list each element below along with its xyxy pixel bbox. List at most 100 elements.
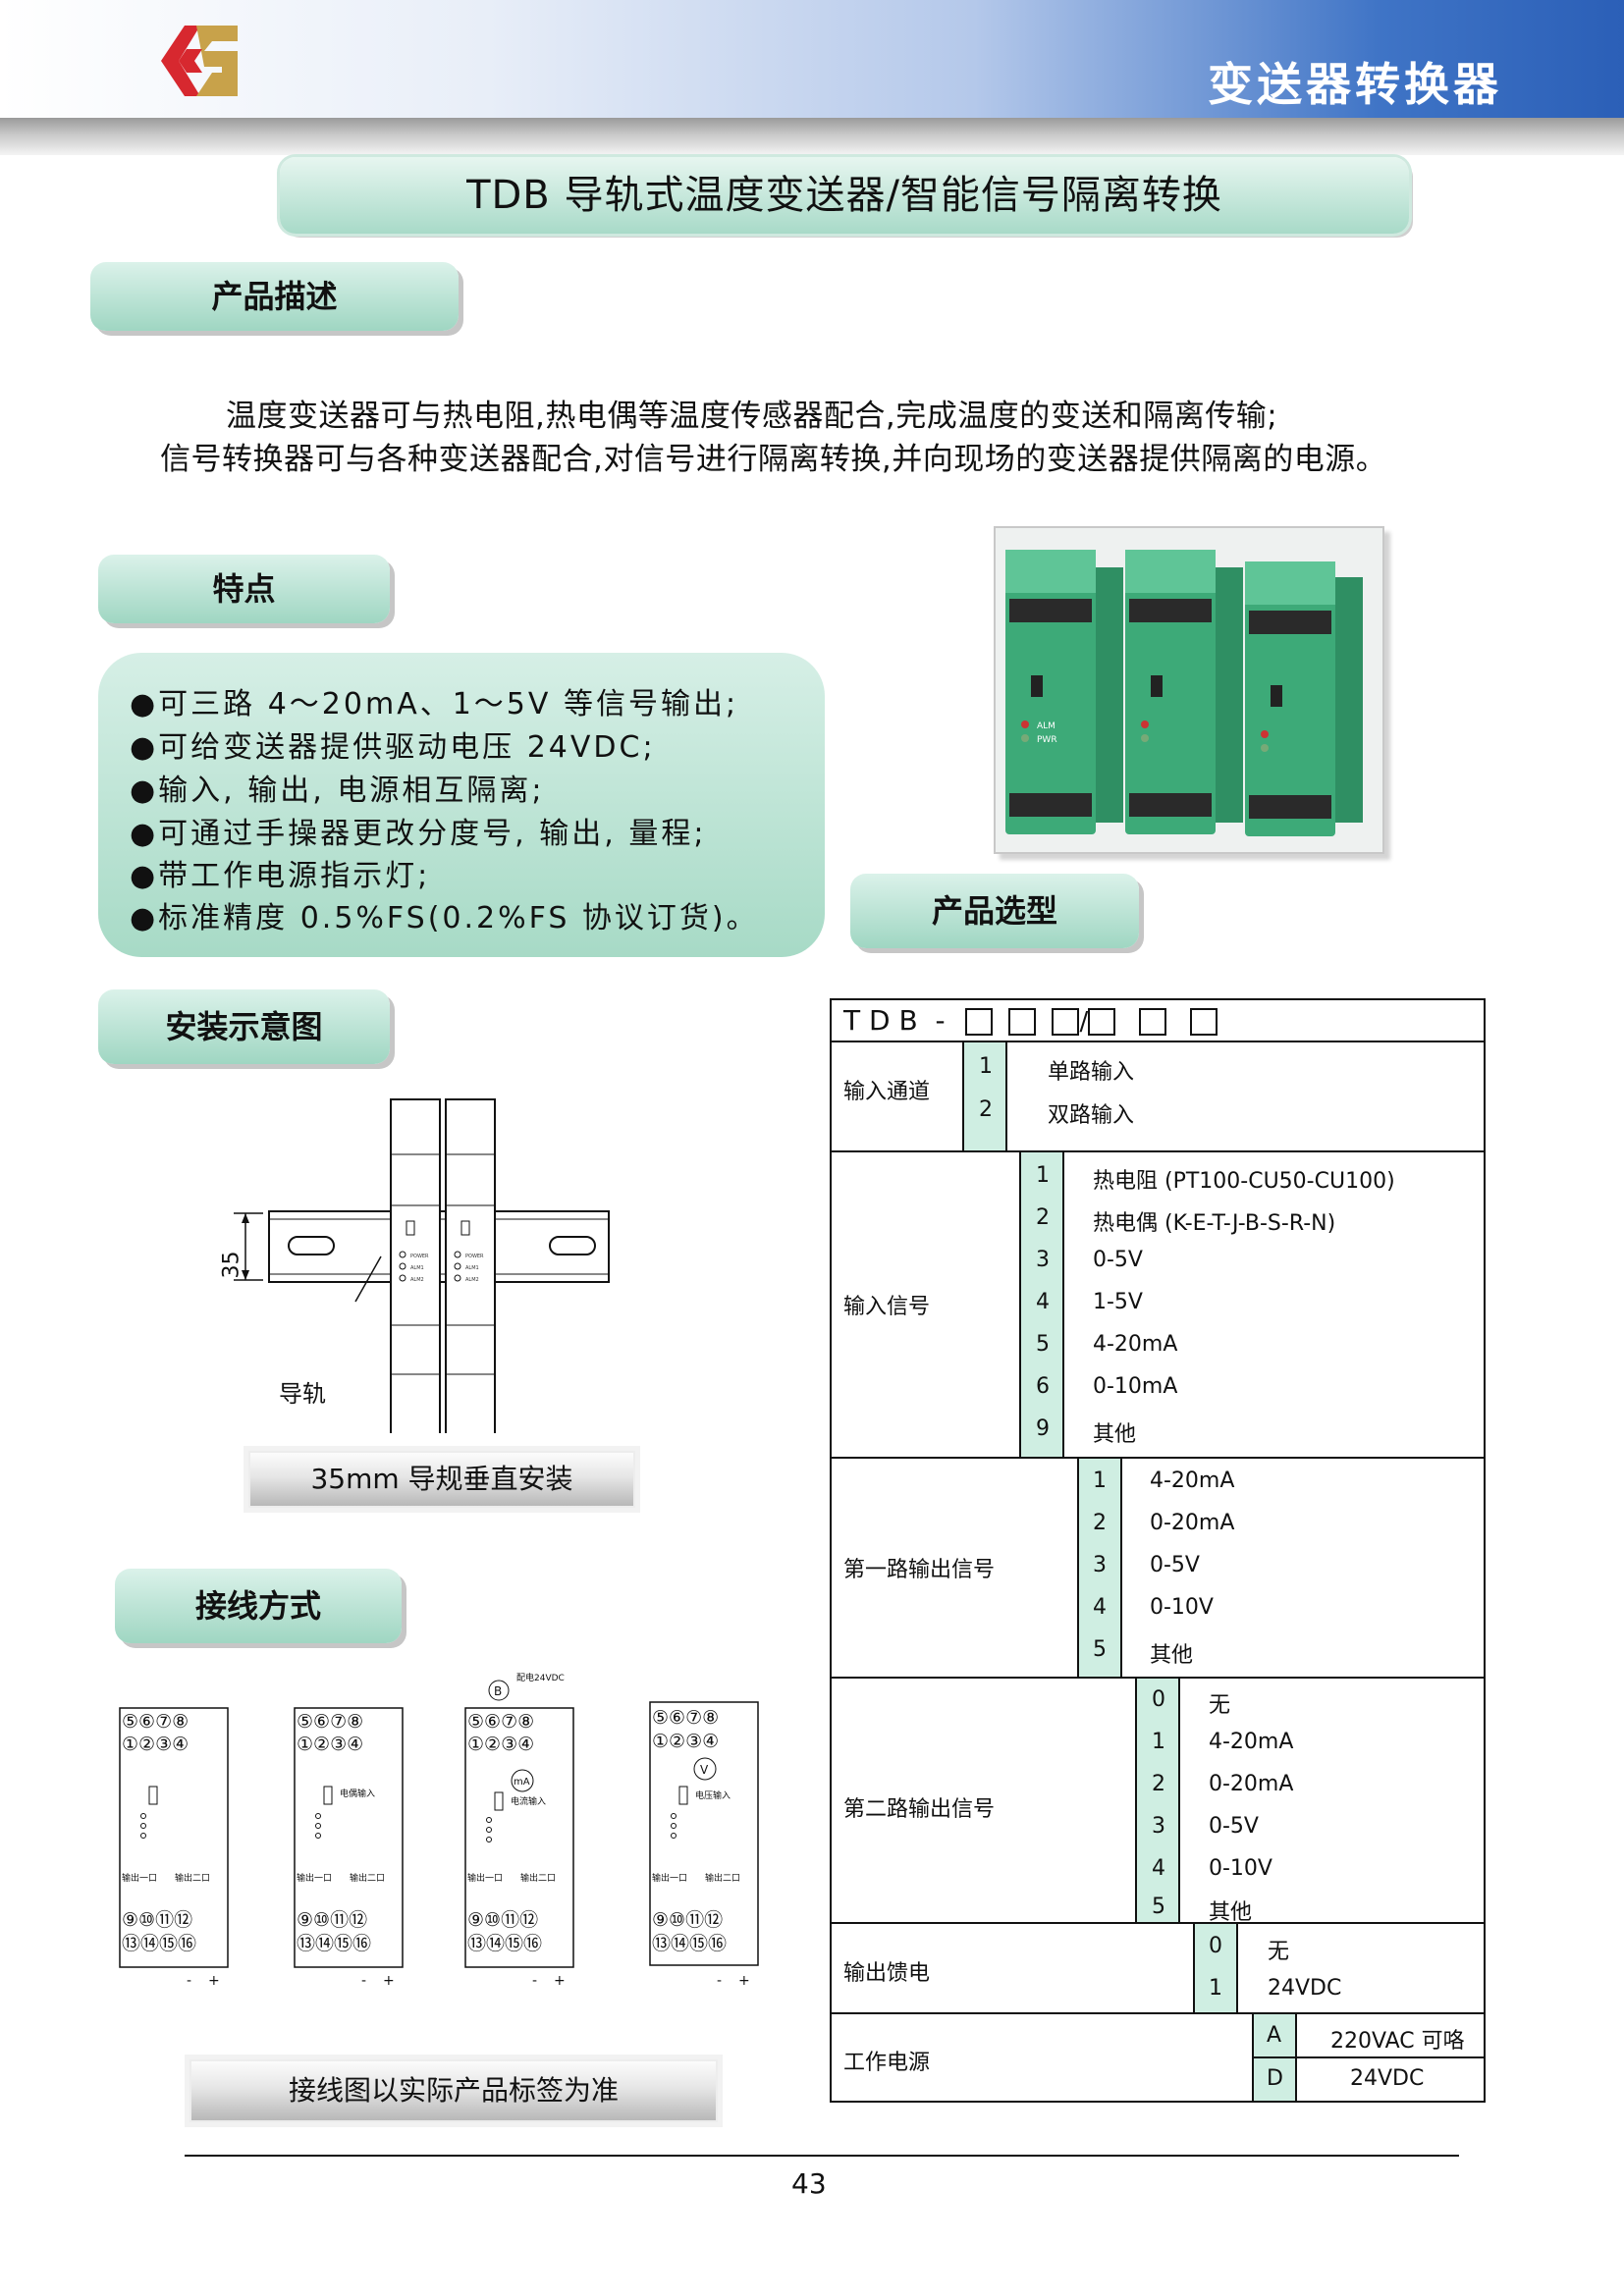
output-label: 输出一口: [467, 1872, 503, 1884]
terminals-bottom: ⑬⑭⑮⑯: [297, 1933, 371, 1954]
terminals-top: ⑤⑥⑦⑧: [122, 1711, 189, 1733]
feature-item: ●可给变送器提供驱动电压 24VDC;: [130, 730, 656, 765]
wiring-caption-text: 接线图以实际产品标签为准: [288, 2074, 619, 2107]
output-label: 输出二口: [350, 1872, 385, 1884]
option-text: 无: [1268, 1940, 1290, 1964]
terminals-bottom: ⑬⑭⑮⑯: [467, 1933, 542, 1954]
option-code: 4: [1036, 1290, 1050, 1314]
code-box: [1052, 1008, 1080, 1036]
description-heading-text: 产品描述: [211, 278, 338, 315]
terminals-top: ①②③④: [467, 1734, 534, 1755]
company-logo: [157, 22, 242, 100]
wiring-diagrams: ⑤⑥⑦⑧ ①②③④ 输出一口 输出二口 ⑨⑩⑪⑫ ⑬⑭⑮⑯ - + ⑤⑥⑦⑧ ①…: [108, 1669, 785, 1993]
code-box: [1008, 1008, 1037, 1036]
meter-label: V: [700, 1763, 709, 1777]
option-code: 1: [1093, 1468, 1107, 1493]
model-code-row: T D B - /: [843, 1004, 1229, 1037]
terminals-bottom: ⑨⑩⑪⑫: [297, 1909, 367, 1931]
option-code: 5: [1093, 1637, 1107, 1662]
wiring-heading: 接线方式: [115, 1569, 402, 1643]
led-label: ALM1: [410, 1265, 424, 1271]
input-label: 电压输入: [695, 1789, 731, 1801]
photo-led-pwr: PWR: [1037, 735, 1057, 745]
header-band: [0, 0, 1624, 118]
option-text: 0-10V: [1150, 1595, 1214, 1620]
wiring-diagram-2: ⑤⑥⑦⑧ ①②③④ 电偶输入 输出一口 输出二口 ⑨⑩⑪⑫ ⑬⑭⑮⑯ - +: [294, 1707, 404, 1989]
din-module-left: POWER ALM1 ALM2: [390, 1098, 441, 1440]
terminals-top: ⑤⑥⑦⑧: [297, 1711, 363, 1733]
code-box: [1139, 1008, 1167, 1036]
option-code: 2: [1036, 1205, 1050, 1230]
option-text: 24VDC: [1350, 2066, 1425, 2091]
code-box: [1190, 1008, 1218, 1036]
polarity-minus: -: [187, 1973, 191, 1989]
selection-heading-text: 产品选型: [931, 892, 1057, 930]
photo-led-alm: ALM: [1037, 721, 1056, 731]
option-code: 5: [1036, 1332, 1050, 1357]
option-code: D: [1267, 2066, 1283, 2091]
option-code: 0: [1209, 1934, 1222, 1958]
input-label: 电流输入: [511, 1795, 546, 1807]
code-box: [1088, 1008, 1116, 1036]
wiring-diagram-4: ⑤⑥⑦⑧ ①②③④ V 电压输入 输出一口 输出二口 ⑨⑩⑪⑫ ⑬⑭⑮⑯ - +: [649, 1701, 759, 1989]
terminals-bottom: ⑬⑭⑮⑯: [652, 1933, 727, 1954]
option-code: 1: [1152, 1730, 1165, 1754]
module-photo-1: [1005, 550, 1123, 834]
option-code: 5: [1152, 1895, 1165, 1919]
wiring-diagram-3: B 配电24VDC ⑤⑥⑦⑧ ①②③④ mA 电流输入 输出一口 输出二口 ⑨⑩…: [464, 1672, 574, 1989]
feature-item: ●标准精度 0.5%FS(0.2%FS 协议订货)。: [130, 901, 759, 935]
polarity-plus: +: [554, 1973, 566, 1989]
wiring-diagram-1: ⑤⑥⑦⑧ ①②③④ 输出一口 输出二口 ⑨⑩⑪⑫ ⑬⑭⑮⑯ - +: [119, 1707, 229, 1989]
wiring-caption: 接线图以实际产品标签为准: [189, 2059, 718, 2122]
option-code: 3: [1093, 1553, 1107, 1577]
selection-heading: 产品选型: [850, 874, 1139, 948]
option-text: 0-10V: [1209, 1856, 1272, 1881]
option-text: 其他: [1209, 1900, 1253, 1925]
option-code: 4: [1152, 1856, 1165, 1881]
output-label: 输出二口: [520, 1872, 556, 1884]
option-text: 220VAC 可咯: [1330, 2029, 1465, 2054]
features-panel: [98, 653, 825, 957]
option-text: 24VDC: [1268, 1976, 1342, 2001]
option-code: 9: [1036, 1416, 1050, 1441]
option-text: 单路输入: [1048, 1060, 1135, 1085]
installation-caption-text: 35mm 导规垂直安装: [310, 1463, 573, 1495]
module-photo-3: [1245, 561, 1363, 836]
input-label: 电偶输入: [340, 1788, 375, 1799]
output-label: 输出二口: [705, 1872, 740, 1884]
option-text: 其他: [1093, 1422, 1137, 1447]
source-label: 配电24VDC: [516, 1672, 565, 1683]
dimension-label: 35: [219, 1251, 244, 1279]
output-label: 输出一口: [652, 1872, 687, 1884]
option-text: 0-5V: [1093, 1248, 1143, 1272]
installation-heading: 安装示意图: [98, 989, 390, 1064]
option-text: 0-20mA: [1209, 1772, 1294, 1796]
option-text: 0-10mA: [1093, 1374, 1178, 1399]
module-photo-2: [1125, 550, 1243, 834]
option-code: 4: [1093, 1595, 1107, 1620]
output-label: 输出一口: [122, 1872, 157, 1884]
terminals-top: ①②③④: [122, 1734, 189, 1755]
option-text: 0-20mA: [1150, 1511, 1235, 1535]
output-label: 输出二口: [175, 1872, 210, 1884]
option-code: 0: [1152, 1687, 1165, 1712]
option-code: 6: [1036, 1374, 1050, 1399]
header-shadow: [0, 118, 1624, 155]
rail-label: 导轨: [279, 1380, 326, 1408]
model-code-prefix: T D B -: [843, 1004, 946, 1037]
terminals-bottom: ⑨⑩⑪⑫: [652, 1909, 723, 1931]
feature-item: ●输入, 输出, 电源相互隔离;: [130, 774, 545, 808]
option-text: 0-5V: [1150, 1553, 1200, 1577]
selection-group-label: 输出馈电: [843, 1961, 931, 1986]
feature-item: ●可通过手操器更改分度号, 输出, 量程;: [130, 817, 707, 851]
polarity-plus: +: [208, 1973, 220, 1989]
polarity-minus: -: [361, 1973, 366, 1989]
product-photo: ALM PWR: [994, 526, 1384, 854]
din-module-right: POWER ALM1 ALM2: [445, 1098, 496, 1440]
selection-group-label: 工作电源: [843, 2051, 931, 2075]
selection-group-label: 输入通道: [843, 1080, 931, 1104]
option-code: 2: [1093, 1511, 1107, 1535]
installation-heading-text: 安装示意图: [165, 1008, 323, 1045]
option-code: 2: [1152, 1772, 1165, 1796]
output-label: 输出一口: [297, 1872, 332, 1884]
